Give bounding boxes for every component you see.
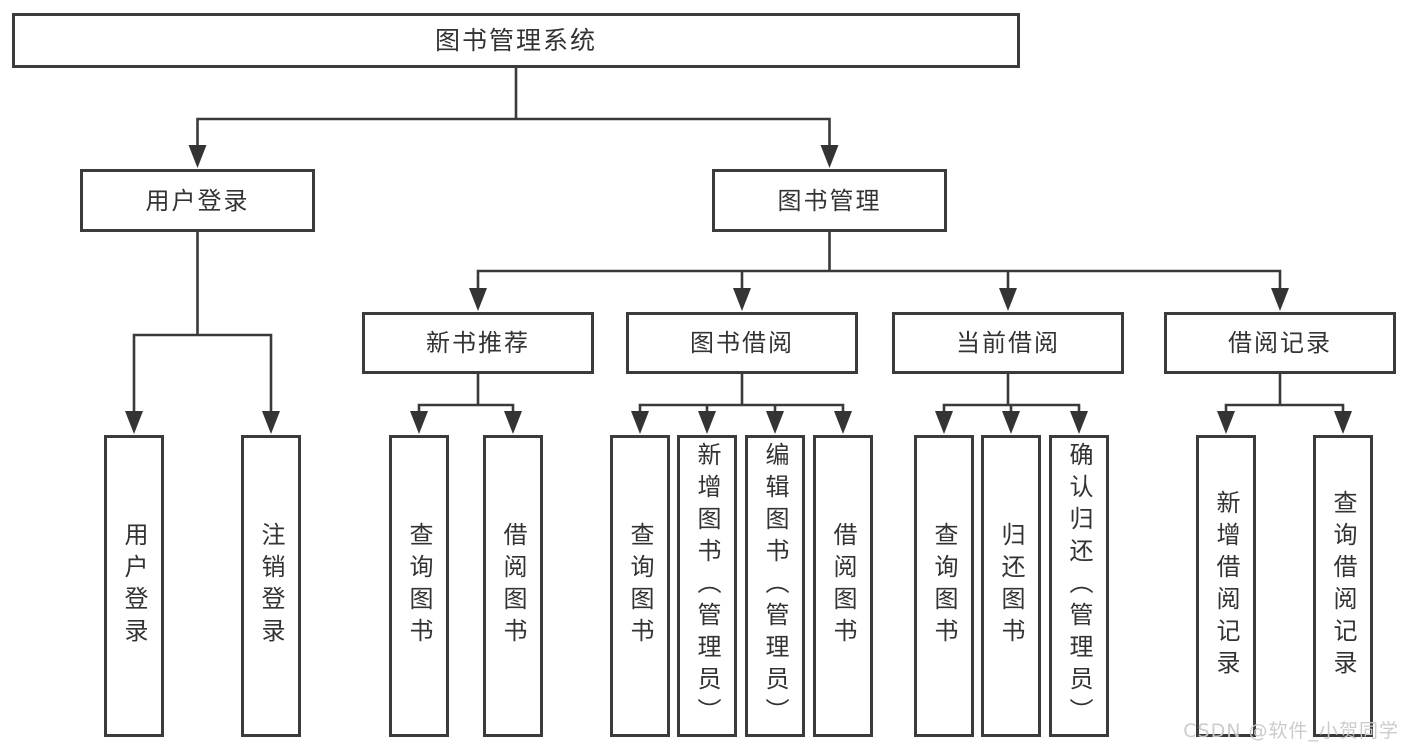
leaf-query-books-borrowing: 查询图书: [610, 435, 670, 737]
connector-book-borrowing-to-leaves: [631, 372, 852, 434]
node-new-book-recommend: 新书推荐: [362, 312, 594, 374]
node-book-management: 图书管理: [712, 169, 947, 232]
leaf-user-login: 用户登录: [104, 435, 164, 737]
csdn-watermark: CSDN @软件_小贺同学: [1183, 720, 1399, 742]
leaf-edit-books-admin: 编辑图书（管理员）: [745, 435, 805, 737]
leaf-query-books-recommend: 查询图书: [389, 435, 449, 737]
connector-current-borrowing-to-leaves: [935, 372, 1088, 434]
node-borrowing-records: 借阅记录: [1164, 312, 1396, 374]
leaf-return-books: 归还图书: [981, 435, 1041, 737]
leaf-add-borrow-record: 新增借阅记录: [1196, 435, 1256, 737]
connector-book-management-to-level3: [469, 230, 1289, 311]
connector-user-login-to-leaves: [125, 230, 280, 434]
leaf-add-books-admin: 新增图书（管理员）: [677, 435, 737, 737]
leaf-logout: 注销登录: [241, 435, 301, 737]
leaf-confirm-return-admin: 确认归还（管理员）: [1049, 435, 1109, 737]
leaf-borrow-books: 借阅图书: [813, 435, 873, 737]
connector-new-book-recommend-to-leaves: [410, 372, 522, 434]
node-library-system: 图书管理系统: [12, 13, 1020, 68]
connector-root-to-level2: [188, 66, 839, 168]
node-user-login: 用户登录: [80, 169, 315, 232]
leaf-query-borrow-record: 查询借阅记录: [1313, 435, 1373, 737]
leaf-borrow-books-recommend: 借阅图书: [483, 435, 543, 737]
connector-borrowing-records-to-leaves: [1217, 372, 1352, 434]
leaf-query-books-current: 查询图书: [914, 435, 974, 737]
node-book-borrowing: 图书借阅: [626, 312, 858, 374]
node-current-borrowing: 当前借阅: [892, 312, 1124, 374]
